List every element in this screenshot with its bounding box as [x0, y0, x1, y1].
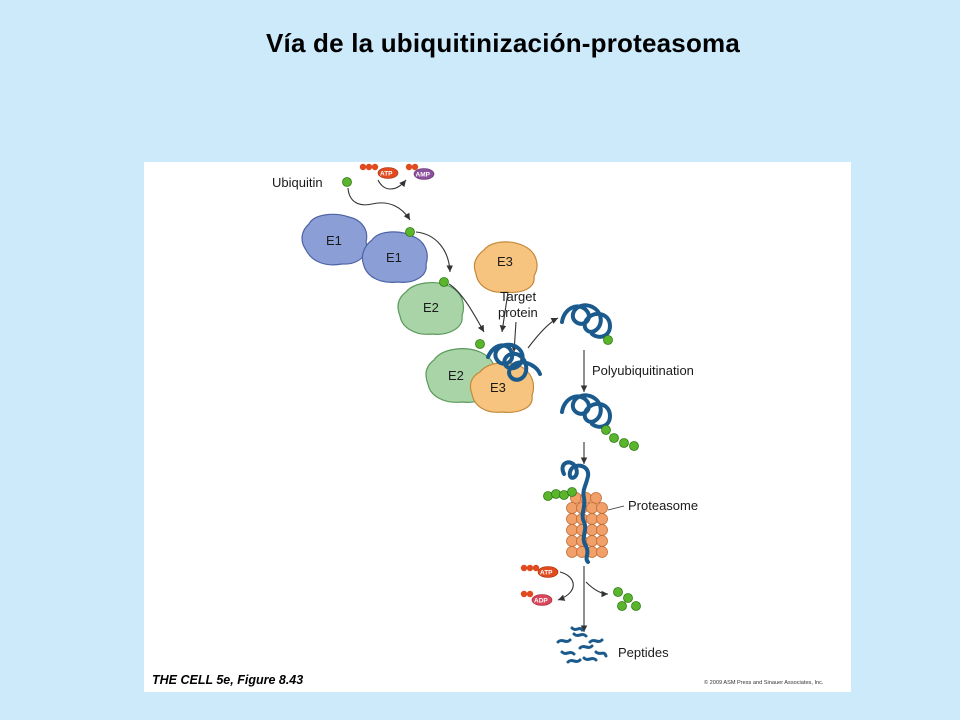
amp-top: AMP	[405, 163, 435, 180]
e2-e3-complex: E2 E3	[425, 339, 542, 413]
proteasome-pointer	[607, 505, 625, 511]
e2-b-label: E2	[448, 368, 464, 383]
e1-a-label: E1	[326, 233, 342, 248]
atp-top: ATP	[359, 163, 399, 179]
figure-caption: THE CELL 5e, Figure 8.43	[152, 673, 303, 687]
ubiquitin-release-arrow	[585, 581, 609, 598]
atp-bottom-label: ATP	[540, 570, 553, 577]
ubiquitin-to-e1-arrow	[347, 187, 411, 221]
atp-bottom: ATP	[520, 564, 559, 578]
atp-top-label: ATP	[380, 171, 393, 178]
amp-top-label: AMP	[416, 172, 431, 179]
polyubiquitination-label: Polyubiquitination	[592, 363, 694, 378]
e2-to-complex-arrow	[448, 283, 485, 333]
atp-to-amp-arrow	[377, 179, 407, 190]
e1-enzyme-a: E1	[301, 213, 368, 266]
target-protein-on-complex	[486, 342, 542, 382]
proteasome	[543, 460, 608, 564]
e2-enzyme-a: E2	[397, 282, 465, 335]
peptides	[556, 626, 608, 664]
e1-enzyme-b: E1	[361, 231, 428, 283]
proteasome-label: Proteasome	[628, 498, 698, 513]
peptides-label: Peptides	[618, 645, 669, 660]
slide-title: Vía de la ubiquitinización-proteasoma	[265, 28, 741, 58]
released-ubiquitins	[613, 587, 641, 611]
e1-b-label: E1	[386, 250, 402, 265]
ubiquitin-free	[342, 177, 352, 187]
e3-b-label: E3	[490, 380, 506, 395]
pathway-diagram: Ubiquitin ATP AMP	[152, 163, 824, 687]
ubiquitin-on-complex	[475, 339, 485, 349]
ubiquitin-on-e1	[405, 227, 415, 237]
adp-bottom-label: ADP	[534, 598, 548, 605]
target-label-line2: protein	[498, 305, 538, 320]
e1-to-e2-arrow	[415, 231, 453, 273]
ubiquitin-on-e2	[439, 277, 449, 287]
protein-monoubiquitinated	[560, 303, 613, 345]
atp-to-adp-arrow	[557, 571, 574, 601]
adp-bottom: ADP	[520, 590, 553, 606]
protein-polyubiquitinated	[560, 393, 639, 451]
e3-enzyme-a: E3	[473, 241, 538, 293]
e2-a-label: E2	[423, 300, 439, 315]
figure-panel: Ubiquitin ATP AMP	[144, 162, 851, 692]
ubiquitin-label: Ubiquitin	[272, 175, 323, 190]
copyright-notice: © 2009 ASM Press and Sinauer Associates,…	[704, 679, 824, 686]
target-label-line1: Target	[500, 289, 537, 304]
e3-a-label: E3	[497, 254, 513, 269]
e3-to-complex-arrow	[499, 291, 509, 333]
complex-to-protein-arrow	[527, 317, 559, 349]
